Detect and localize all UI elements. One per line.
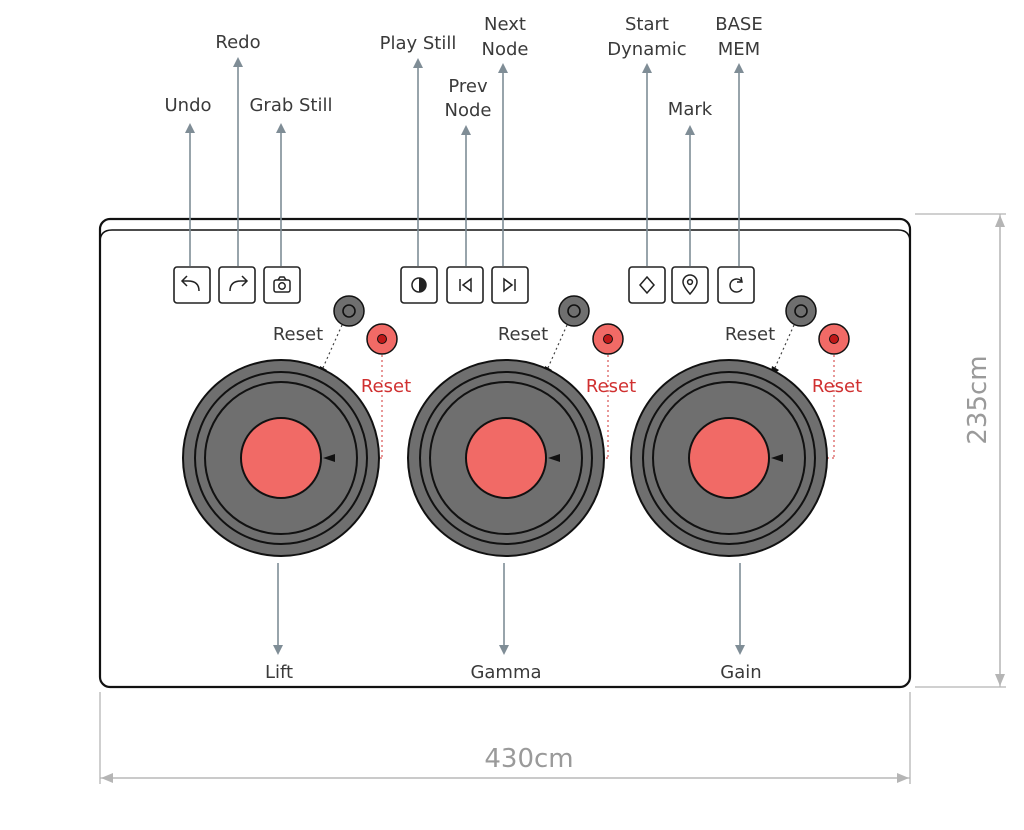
refresh-icon: [729, 276, 743, 293]
height-dimension: 235cm: [915, 213, 1006, 688]
trackball-label: Gain: [720, 662, 761, 683]
undo-icon: [180, 275, 200, 292]
reset-label-red: Reset: [812, 376, 862, 397]
undo-label: Undo: [164, 95, 211, 116]
redo-button[interactable]: [218, 266, 256, 304]
button-labels: Undo Redo Grab Still Play Still Prev Nod…: [164, 14, 762, 121]
width-dimension: 430cm: [99, 692, 911, 784]
trackball-label: Lift: [265, 662, 293, 683]
skip-back-icon: [459, 277, 472, 293]
grab-still-label: Grab Still: [249, 95, 332, 116]
height-label: 235cm: [963, 355, 993, 444]
reset-label-grey: Reset: [498, 324, 548, 345]
trackball-unit-gain: Reset Reset Gain: [630, 295, 862, 683]
next-node-button[interactable]: [491, 266, 529, 304]
start-dynamic-label-line2: Dynamic: [607, 39, 686, 60]
base-mem-label-line1: BASE: [715, 14, 762, 35]
mark-label: Mark: [668, 99, 713, 120]
next-node-label-line1: Next: [484, 14, 526, 35]
trackball[interactable]: [465, 417, 547, 499]
next-node-label-line2: Node: [482, 39, 529, 60]
map-pin-icon: [682, 274, 698, 296]
prev-node-button[interactable]: [446, 266, 484, 304]
reset-label-grey: Reset: [725, 324, 775, 345]
trackball[interactable]: [688, 417, 770, 499]
reset-button-red[interactable]: [592, 323, 624, 355]
camera-icon: [273, 276, 291, 293]
reset-label-red: Reset: [361, 376, 411, 397]
reset-label-grey: Reset: [273, 324, 323, 345]
reset-button-grey[interactable]: [785, 295, 817, 327]
play-still-button[interactable]: [400, 266, 438, 304]
reset-button-red[interactable]: [818, 323, 850, 355]
reset-button-red[interactable]: [366, 323, 398, 355]
width-label: 430cm: [484, 744, 573, 774]
undo-button[interactable]: [173, 266, 211, 304]
trackball[interactable]: [240, 417, 322, 499]
half-circle-icon: [411, 277, 427, 293]
trackball-unit-gamma: Reset Reset Gamma: [407, 295, 636, 683]
skip-forward-icon: [503, 277, 516, 293]
play-still-label: Play Still: [380, 33, 457, 54]
reset-button-grey[interactable]: [333, 295, 365, 327]
redo-label: Redo: [215, 32, 260, 53]
grab-still-button[interactable]: [263, 266, 301, 304]
diamond-icon: [639, 275, 655, 295]
button-leader-arrows: [185, 57, 744, 266]
reset-button-grey[interactable]: [558, 295, 590, 327]
prev-node-label-line2: Node: [445, 100, 492, 121]
reset-label-red: Reset: [586, 376, 636, 397]
mark-button[interactable]: [671, 266, 709, 304]
trackball-label: Gamma: [470, 662, 541, 683]
trackball-unit-lift: Reset Reset Lift: [182, 295, 411, 683]
base-mem-button[interactable]: [717, 266, 755, 304]
redo-icon: [229, 275, 249, 292]
start-dynamic-label-line1: Start: [625, 14, 669, 35]
start-dynamic-button[interactable]: [628, 266, 666, 304]
base-mem-label-line2: MEM: [718, 39, 760, 60]
prev-node-label-line1: Prev: [448, 76, 488, 97]
